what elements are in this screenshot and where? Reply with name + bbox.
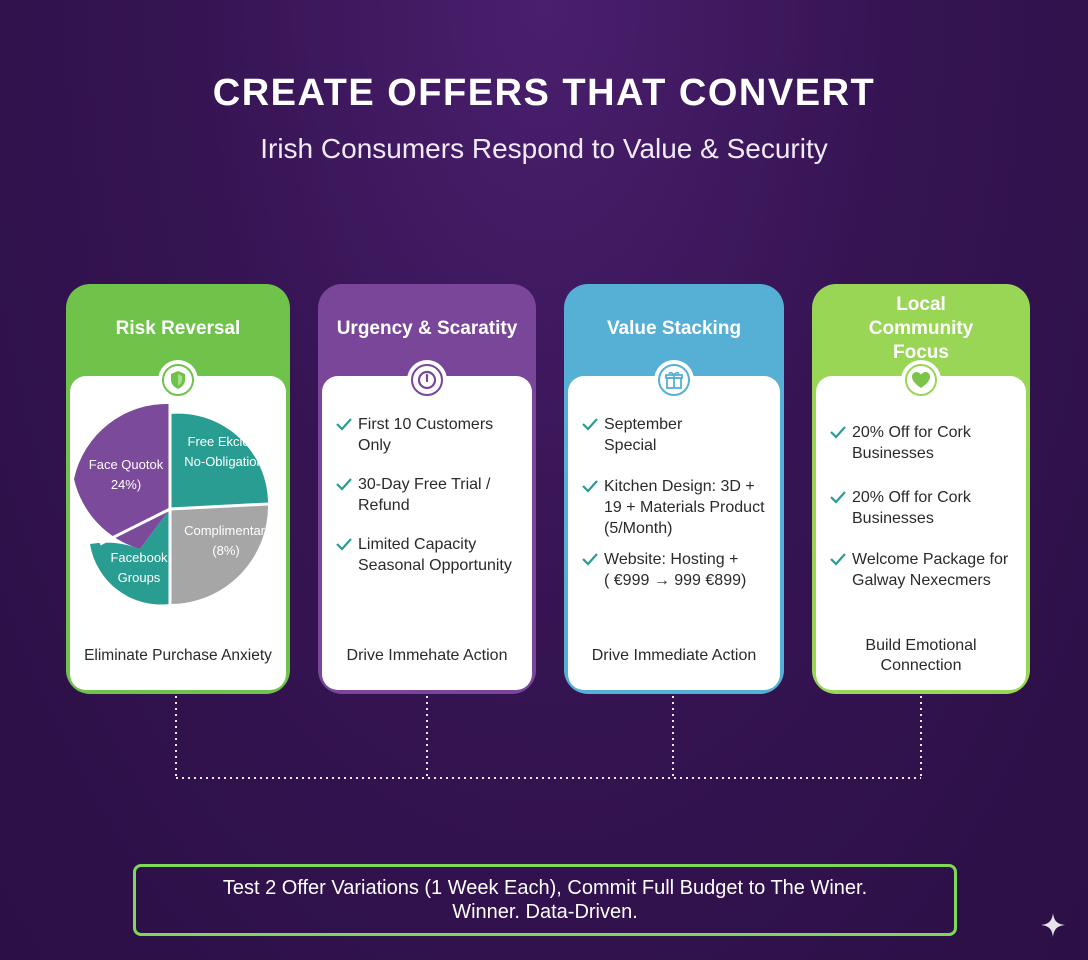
- card-footer: Drive Immediate Action: [591, 647, 757, 664]
- bottom-callout-line1: Test 2 Offer Variations (1 Week Each), C…: [222, 877, 868, 899]
- check-icon: [582, 553, 598, 566]
- offer-list: First 10 Customers Only 30-Day Free Tria…: [334, 414, 526, 576]
- pie-label-quote: Face Quotok 24%): [88, 457, 164, 492]
- pie-label-obligation: Free Ekcion/ No-Obligation: [184, 434, 264, 469]
- list-item: 20% Off for Cork Businesses: [828, 422, 1020, 464]
- check-icon: [582, 480, 598, 493]
- card-badge: [407, 360, 447, 400]
- list-item: Welcome Package for Galway Nexecmers: [828, 549, 1020, 591]
- card-risk-reversal: Risk Reversal Face Quotok 24%) Free Ekci…: [66, 284, 290, 694]
- check-icon: [336, 418, 352, 431]
- pie-segment-purple: [74, 403, 170, 549]
- card-body: Face Quotok 24%) Free Ekcion/ No-Obligat…: [70, 376, 286, 690]
- pie-segment-teal-bottom: [90, 509, 170, 605]
- card-badge: [158, 360, 198, 400]
- heart-icon: [912, 372, 930, 388]
- list-item: 30-Day Free Trial / Refund: [334, 474, 526, 516]
- pie-chart: [74, 403, 269, 605]
- list-item: Limited Capacity Seasonal Opportunity: [334, 534, 526, 576]
- bottom-callout: Test 2 Offer Variations (1 Week Each), C…: [133, 864, 957, 936]
- check-icon: [336, 538, 352, 551]
- check-icon: [582, 418, 598, 431]
- page-title: CREATE OFFERS THAT CONVERT: [212, 72, 876, 114]
- card-footer: Drive Immehate Action: [346, 647, 508, 664]
- card-body: September Special Kitchen Design: 3D + 1…: [568, 376, 780, 690]
- list-item: Kitchen Design: 3D + 19 + Materials Prod…: [580, 476, 774, 539]
- card-urgency: Urgency & Scaratity First 10 Customers O…: [318, 284, 536, 694]
- card-footer: Eliminate Purchase Anxiety: [84, 647, 272, 664]
- offer-list: 20% Off for Cork Businesses 20% Off for …: [828, 422, 1020, 591]
- offer-list: September Special Kitchen Design: 3D + 1…: [580, 414, 774, 591]
- clock-icon: [417, 370, 437, 390]
- pie-label-facebook: Facebook Groups: [110, 550, 168, 585]
- card-body: First 10 Customers Only 30-Day Free Tria…: [322, 376, 532, 690]
- check-icon: [336, 478, 352, 491]
- check-icon: [830, 553, 846, 566]
- list-item: Website: Hosting + ( €999 → 999 €899): [580, 549, 774, 591]
- pie-segment-gray: [170, 504, 269, 604]
- bottom-callout-line2: Winner. Data-Driven.: [452, 901, 638, 923]
- check-icon: [830, 491, 846, 504]
- card-title: Risk Reversal: [115, 318, 241, 339]
- page-subtitle: Irish Consumers Respond to Value & Secur…: [260, 133, 828, 164]
- list-item: First 10 Customers Only: [334, 414, 526, 456]
- list-item: September Special: [580, 414, 774, 456]
- pie-label-complimentary: Complimentarl (8%): [184, 523, 268, 558]
- shield-icon: [171, 371, 185, 389]
- card-title: Value Stacking: [606, 318, 742, 339]
- card-body: 20% Off for Cork Businesses 20% Off for …: [816, 376, 1026, 690]
- check-icon: [830, 426, 846, 439]
- list-item: 20% Off for Cork Businesses: [828, 487, 1020, 529]
- pie-segment-teal-top: [170, 413, 269, 509]
- card-badge: [901, 360, 941, 400]
- card-footer: Build Emotional Connection: [865, 637, 977, 674]
- card-value-stacking: Value Stacking September Special Kitchen…: [564, 284, 784, 694]
- card-title: Urgency & Scaratity: [336, 318, 518, 339]
- gift-icon: [665, 371, 683, 389]
- card-badge: [654, 360, 694, 400]
- card-local-community: Local Community Focus 20% Off for Cork B…: [812, 284, 1030, 694]
- sparkle-icon: [1041, 913, 1065, 937]
- card-title: Local Community Focus: [868, 294, 974, 363]
